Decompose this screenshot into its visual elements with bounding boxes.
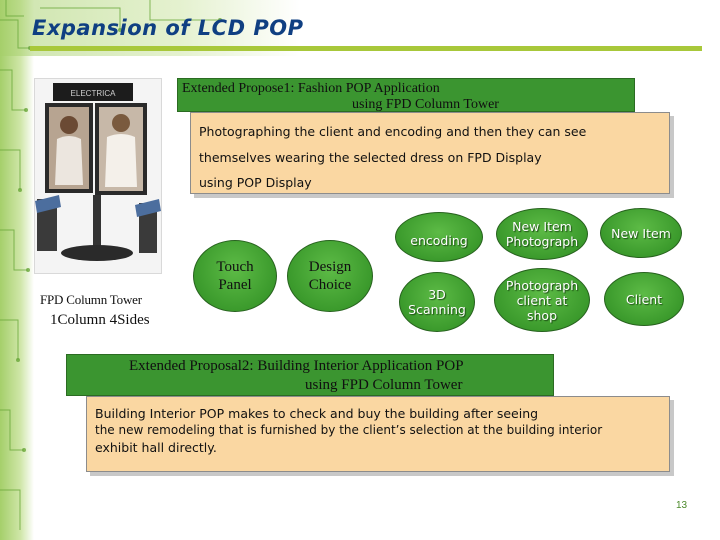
tower-caption-line1: FPD Column Tower xyxy=(40,292,142,307)
new-item-photograph-label: New Item Photograph xyxy=(505,219,579,249)
proposal2-description: Building Interior POP makes to check and… xyxy=(86,396,670,472)
photograph-client-node: Photograph client at shop xyxy=(494,268,590,332)
proposal1-desc-line1: Photographing the client and encoding an… xyxy=(199,124,587,139)
touch-panel-label: Touch Panel xyxy=(216,259,254,293)
tower-illustration: ELECTRICA xyxy=(35,79,161,273)
proposal1-desc-line3: using POP Display xyxy=(199,175,312,190)
3d-scanning-node: 3D Scanning xyxy=(399,272,475,332)
design-choice-node: Design Choice xyxy=(287,240,373,312)
proposal1-heading-line2: using FPD Column Tower xyxy=(352,97,499,112)
page-number: 13 xyxy=(676,500,688,511)
title-underline xyxy=(30,46,702,51)
encoding-label: encoding xyxy=(410,232,468,248)
encoding-node: encoding xyxy=(395,212,483,262)
3d-scanning-label: 3D Scanning xyxy=(408,287,466,317)
proposal2-desc-line2: the new remodeling that is furnished by … xyxy=(95,423,603,437)
proposal2-desc-line1: Building Interior POP makes to check and… xyxy=(95,406,539,421)
design-choice-label: Design Choice xyxy=(308,259,352,293)
proposal2-heading: Extended Proposal2: Building Interior Ap… xyxy=(66,354,554,396)
client-node: Client xyxy=(604,272,684,326)
client-label: Client xyxy=(625,291,663,307)
tower-caption-line2: 1Column 4Sides xyxy=(50,312,150,328)
new-item-photograph-node: New Item Photograph xyxy=(496,208,588,260)
proposal1-description: Photographing the client and encoding an… xyxy=(190,112,670,194)
proposal2-heading-line2: using FPD Column Tower xyxy=(305,377,463,393)
page-title: Expansion of LCD POP xyxy=(32,16,304,40)
proposal1-heading: Extended Propose1: Fashion POP Applicati… xyxy=(177,78,635,112)
new-item-node: New Item xyxy=(600,208,682,258)
photograph-client-label: Photograph client at shop xyxy=(505,277,579,323)
touch-panel-node: Touch Panel xyxy=(193,240,277,312)
proposal1-heading-line1: Extended Propose1: Fashion POP Applicati… xyxy=(182,81,440,96)
new-item-label: New Item xyxy=(611,225,671,241)
tower-sign-text: ELECTRICA xyxy=(71,89,117,98)
proposal1-desc-line2: themselves wearing the selected dress on… xyxy=(199,150,542,165)
proposal2-heading-line1: Extended Proposal2: Building Interior Ap… xyxy=(129,358,464,374)
proposal2-desc-line3: exhibit hall directly. xyxy=(95,440,217,455)
fpd-column-tower-photo: ELECTRICA xyxy=(34,78,162,274)
